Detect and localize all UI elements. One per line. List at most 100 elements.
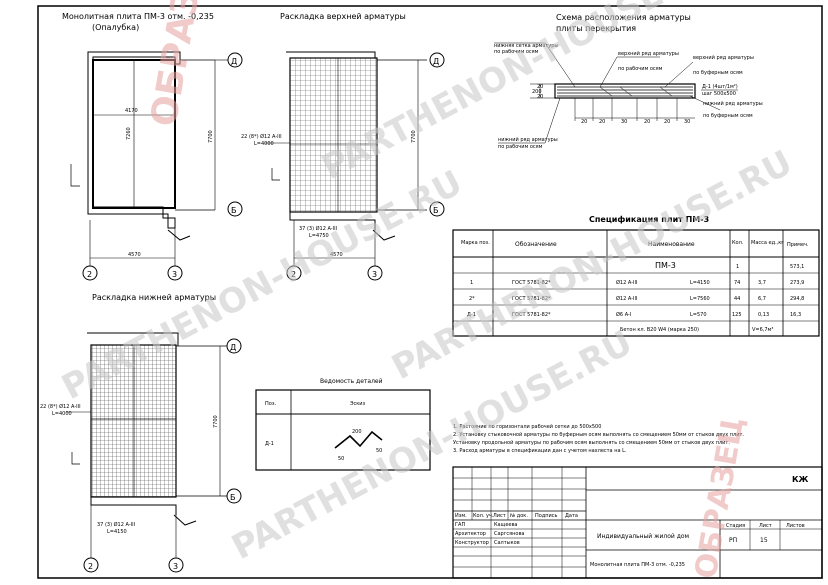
- spec-cell-pos: 2*: [469, 296, 475, 302]
- axis-bubble-3: [167, 265, 183, 281]
- spec-group-qty: 1: [736, 264, 739, 270]
- spec-h-qty: Кол.: [732, 240, 744, 246]
- axis-label-3: 3: [172, 270, 177, 279]
- detail-sketch: [334, 430, 383, 449]
- axis-label-b-bottom: Б: [230, 493, 236, 502]
- spec-row: Д-1 ГОСТ 5781-82* Ø6 A-I L=570 125 0,13 …: [467, 311, 801, 318]
- scheme-slab: [554, 83, 696, 99]
- top-rebar-plan: Раскладка верхней арматуры 7700 Д Б 22 (…: [241, 12, 445, 281]
- stamp-head-cell: Дата: [565, 513, 578, 519]
- scheme-side-dim-1: 20: [537, 84, 543, 90]
- spec-cell-doc: ГОСТ 5781-82*: [512, 280, 551, 286]
- spec-cell-len: L=4150: [690, 280, 710, 286]
- callout-bottom-left-len: L=4000: [52, 411, 72, 417]
- callout-top-bottom: 37 (3) Ø12 A-III: [299, 225, 337, 232]
- axis-bubble-d-bottom: [226, 338, 242, 354]
- spec-table: Спецификация плит ПМ-3 Марка поз. Обозна…: [452, 215, 820, 337]
- detail-dim-1: 50: [338, 456, 344, 462]
- spec-row: 1 ГОСТ 5781-82* Ø12 A-III L=4150 74 3,7 …: [470, 279, 804, 286]
- axis-label-d-bottom: Д: [230, 343, 236, 352]
- spec-title: Спецификация плит ПМ-3: [589, 215, 709, 224]
- spec-cell-name: Ø12 A-III: [616, 295, 637, 302]
- stamp-name: Кащеева: [494, 522, 518, 528]
- stamp-head-cell: Подпись: [535, 513, 558, 519]
- scheme-side-dim-3: 20: [537, 94, 543, 100]
- spec-concrete: Бетон кл. B20 W4 (марка 250): [620, 327, 699, 333]
- stamp-sheet-no: 15: [760, 537, 768, 544]
- scheme-dim-2: 20: [599, 119, 605, 125]
- stamp-role: Архитектор: [455, 531, 486, 537]
- spec-cell-pos: Д-1: [467, 312, 476, 318]
- spec-cell-mass: 6,7: [758, 296, 766, 302]
- stamp-col-sheets: Листов: [786, 523, 805, 529]
- bottom-rebar-title: Раскладка нижней арматуры: [92, 293, 216, 302]
- spec-cell-doc: ГОСТ 5781-82*: [512, 296, 551, 302]
- stamp-head-cell: № док.: [510, 513, 528, 519]
- bottom-rebar-plan: Раскладка нижней арматуры 7700 Д Б 22 (8…: [40, 293, 242, 573]
- stamp-sheet-title: Монолитная плита ПМ-3 отм. -0,235: [590, 562, 685, 568]
- slab-plan: Монолитная плита ПМ-3 отм. -0,235 (Опалу…: [62, 12, 243, 281]
- dim-span: 4570: [128, 252, 141, 258]
- dim-height-top: 7700: [411, 130, 417, 143]
- scheme-label-mid-2: по рабочим осям: [618, 66, 663, 72]
- spec-cell-pos: 1: [470, 280, 473, 286]
- axis-bubble-2-top: [286, 265, 302, 281]
- axis-label-b-top: Б: [433, 206, 439, 215]
- stamp-role: ГАП: [455, 522, 465, 528]
- axis-bubble-2: [82, 265, 98, 281]
- axis-bubble-b-bottom: [226, 488, 242, 504]
- title-block: Изм. Кол. уч. Лист № док. Подпись Дата Г…: [452, 466, 823, 579]
- spec-cell-doc: ГОСТ 5781-82*: [512, 312, 551, 318]
- dim-height-side: 7700: [208, 130, 214, 143]
- stamp-col-stage: Стадия: [726, 523, 745, 529]
- axis-bubble-b: [227, 201, 243, 217]
- spec-h-note: Примеч.: [787, 242, 809, 248]
- slab-plan-subtitle: (Опалубка): [92, 23, 139, 32]
- details-table: Ведомость деталей Поз. Эскиз Д-1 50 200 …: [255, 378, 431, 471]
- scheme-label-r1: верхний ряд арматуры: [693, 54, 754, 61]
- stamp-head-cell: Лист: [493, 513, 506, 519]
- note-line: 3. Расход арматуры в спецификации дан с …: [453, 448, 627, 454]
- callout-bottom-left: 22 (8*) Ø12 A-III: [40, 403, 81, 410]
- details-pos: Д-1: [265, 441, 274, 447]
- rebar-scheme: Схема расположения арматуры плиты перекр…: [494, 13, 763, 150]
- axis-bubble-b-top: [429, 201, 445, 217]
- details-col-pos: Поз.: [265, 401, 276, 407]
- callout-bottom-bottom-len: L=4150: [107, 529, 127, 535]
- spec-cell-qty: 125: [732, 312, 742, 318]
- spec-cell-name: Ø12 A-III: [616, 279, 637, 286]
- callout-top-bottom-len: L=4750: [309, 233, 329, 239]
- scheme-side-dim-2: 200: [532, 89, 542, 95]
- stamp-head-cell: Изм.: [455, 513, 467, 519]
- spec-cell-name: Ø6 A-I: [616, 311, 631, 318]
- bottom-mesh: [90, 344, 177, 498]
- details-col-sketch: Эскиз: [350, 401, 366, 407]
- note-line: 1. Растояние по горизонтали рабочей сетк…: [453, 423, 601, 430]
- spec-cell-qty: 44: [734, 296, 740, 302]
- detail-dim-2: 200: [352, 429, 362, 435]
- notes: 1. Растояние по горизонтали рабочей сетк…: [453, 423, 744, 454]
- stamp-project: Индивидуальный жилой дом: [597, 533, 689, 540]
- spec-cell-note: 294,8: [790, 296, 804, 302]
- dim-height-bottom: 7700: [213, 415, 219, 428]
- spec-cell-note: 273,9: [790, 280, 804, 286]
- axis-bubble-d: [227, 52, 243, 68]
- axis-bubble-d-top: [429, 52, 445, 68]
- axis-label-2: 2: [87, 270, 92, 279]
- spec-cell-len: L=570: [690, 312, 707, 318]
- top-rebar-title: Раскладка верхней арматуры: [280, 12, 406, 21]
- spec-h-mass: Масса ед.,кг: [751, 240, 784, 246]
- scheme-title: Схема расположения арматуры: [556, 13, 691, 22]
- stamp-head-cell: Кол. уч.: [473, 513, 494, 519]
- scheme-label-top: нижняя сетка арматуры: [494, 43, 558, 49]
- callout-top-left-len: L=4000: [254, 141, 274, 147]
- spec-cell-qty: 74: [734, 280, 740, 286]
- note-line: 2. Установку стыковочной арматуры по буф…: [453, 431, 744, 438]
- top-mesh: [289, 57, 378, 213]
- callout-bottom-bottom: 37 (3) Ø12 A-III: [97, 521, 135, 528]
- spec-group-note: 573,1: [790, 264, 804, 270]
- axis-bubble-3-top: [367, 265, 383, 281]
- details-title: Ведомость деталей: [320, 378, 383, 385]
- axis-bubble-2-bottom: [83, 557, 99, 573]
